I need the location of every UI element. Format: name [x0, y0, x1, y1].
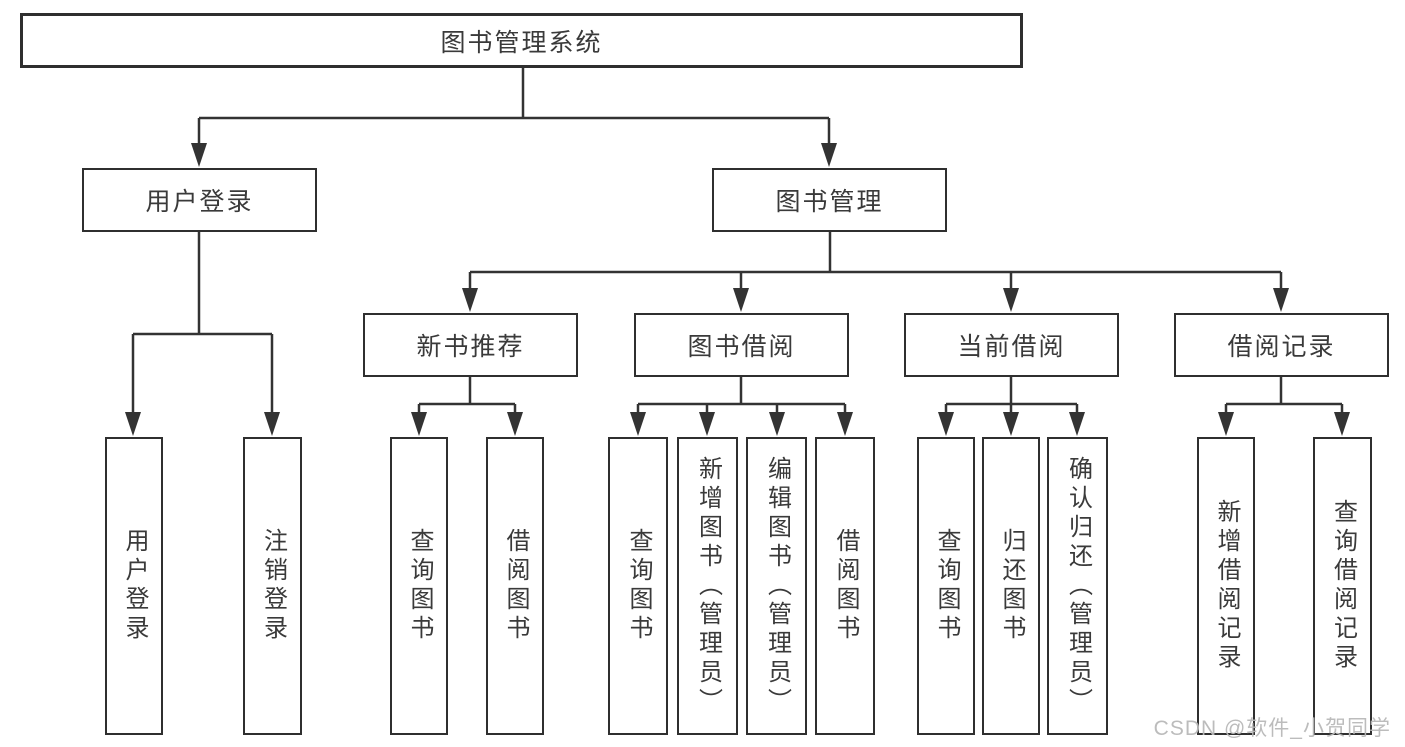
leaf-return-book: 归还图书	[982, 437, 1040, 735]
leaf-query-books-borrowing: 查询图书	[608, 437, 668, 735]
leaf-label: 查询图书	[406, 528, 433, 644]
leaf-label: 确认归还（管理员）	[1064, 455, 1092, 717]
leaf-label: 查询图书	[625, 528, 652, 644]
leaf-edit-book-admin: 编辑图书（管理员）	[746, 437, 807, 735]
leaf-add-book-admin: 新增图书（管理员）	[677, 437, 738, 735]
leaf-label: 新增借阅记录	[1213, 499, 1240, 673]
node-label: 当前借阅	[957, 333, 1066, 361]
leaf-label: 借阅图书	[502, 528, 529, 644]
leaf-borrow-books-recommendation: 借阅图书	[486, 437, 544, 735]
leaf-confirm-return-admin: 确认归还（管理员）	[1047, 437, 1108, 735]
leaf-user-login: 用户登录	[105, 437, 163, 735]
node-label: 借阅记录	[1227, 333, 1336, 361]
node-label: 用户登录	[145, 188, 254, 216]
csdn-watermark: CSDN @软件_小贺同学	[1153, 717, 1391, 740]
leaf-query-books-current: 查询图书	[917, 437, 975, 735]
leaf-label: 新增图书（管理员）	[694, 455, 722, 717]
leaf-label: 注销登录	[259, 528, 287, 644]
node-new-book-recommendation: 新书推荐	[363, 313, 578, 377]
node-label: 图书管理	[775, 188, 884, 216]
leaf-label: 查询借阅记录	[1329, 499, 1357, 673]
leaf-add-borrow-record: 新增借阅记录	[1197, 437, 1255, 735]
node-label: 新书推荐	[416, 333, 525, 361]
node-library-management-system: 图书管理系统	[20, 13, 1023, 68]
node-label: 图书借阅	[687, 333, 796, 361]
node-book-borrowing: 图书借阅	[634, 313, 849, 377]
leaf-borrow-books-borrowing: 借阅图书	[815, 437, 875, 735]
leaf-label: 查询图书	[933, 528, 960, 644]
node-borrowing-records: 借阅记录	[1174, 313, 1389, 377]
leaf-label: 用户登录	[121, 528, 148, 644]
leaf-label: 归还图书	[998, 528, 1025, 644]
leaf-query-books-recommendation: 查询图书	[390, 437, 448, 735]
node-label: 图书管理系统	[440, 28, 603, 57]
node-current-borrowing: 当前借阅	[904, 313, 1119, 377]
leaf-logout: 注销登录	[243, 437, 302, 735]
leaf-label: 借阅图书	[832, 528, 859, 644]
leaf-label: 编辑图书（管理员）	[763, 455, 791, 717]
leaf-query-borrow-record: 查询借阅记录	[1313, 437, 1372, 735]
node-user-login: 用户登录	[82, 168, 317, 232]
node-book-management: 图书管理	[712, 168, 947, 232]
